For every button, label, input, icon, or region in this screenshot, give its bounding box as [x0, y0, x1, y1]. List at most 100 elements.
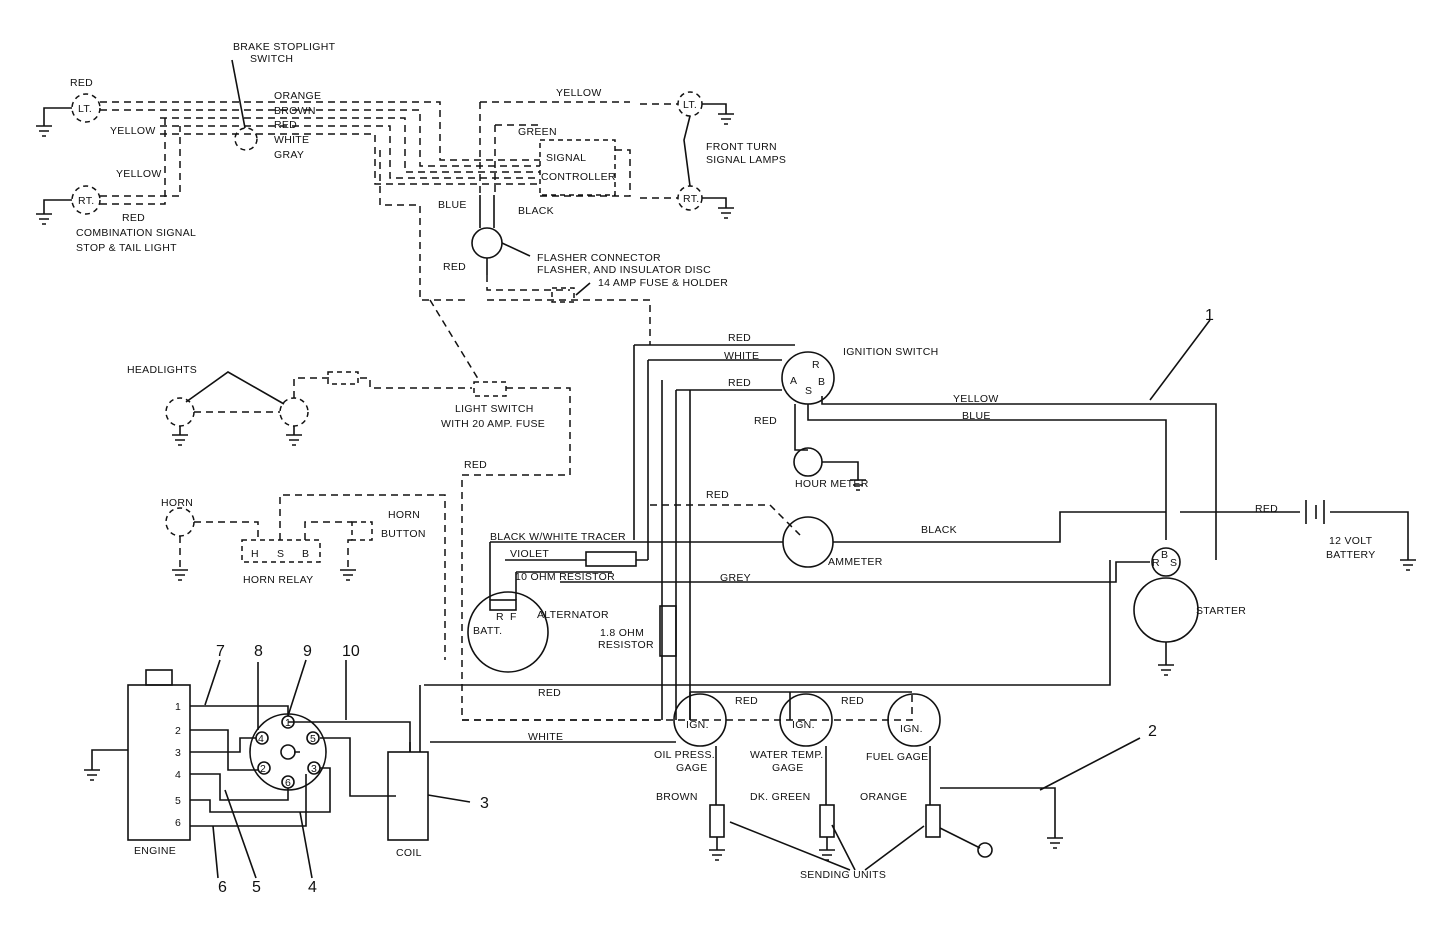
- coil-wires: [409, 685, 421, 752]
- label-orange: ORANGE: [274, 90, 321, 102]
- label-controller: CONTROLLER: [541, 171, 616, 183]
- label-resistor: RESISTOR: [598, 639, 654, 651]
- ref-number-1: 1: [1205, 307, 1214, 324]
- dist-terminal-5: [306, 731, 320, 745]
- ground-symbol: [286, 426, 302, 446]
- label-brake-switch: SWITCH: [250, 53, 293, 65]
- label-12-volt: 12 VOLT: [1329, 535, 1373, 547]
- ignition-coil: [387, 751, 429, 841]
- horn-button: [351, 521, 373, 541]
- ignition-output-wires: [794, 396, 1217, 560]
- label-dist-6: 6: [285, 777, 291, 789]
- ground-symbol: [84, 749, 128, 781]
- lighting-circuit: [36, 59, 734, 721]
- headlight-right: [279, 397, 309, 427]
- label-gage: GAGE: [772, 762, 804, 774]
- ground-symbol: [1158, 642, 1174, 676]
- label-brown: BROWN: [656, 791, 698, 803]
- label-black: BLACK: [921, 524, 957, 536]
- label-ign: IGN.: [900, 723, 923, 735]
- fuse-wires: [486, 275, 651, 345]
- label-engine: ENGINE: [134, 845, 176, 857]
- ref-number-10: 10: [342, 643, 360, 660]
- label-cyl-4: 4: [175, 769, 181, 781]
- leader-line: [185, 371, 285, 405]
- main-circuit: [424, 319, 1416, 871]
- label-relay-s: S: [277, 548, 284, 560]
- label-black: BLACK: [518, 205, 554, 217]
- label-white: WHITE: [724, 350, 759, 362]
- label-gage: GAGE: [676, 762, 708, 774]
- label-dk-green: DK. GREEN: [750, 791, 810, 803]
- label-starter-b: B: [1161, 549, 1168, 561]
- label-red: RED: [538, 687, 561, 699]
- label-brown: BROWN: [274, 105, 316, 117]
- label-relay-h: H: [251, 548, 259, 560]
- headlight-left: [165, 397, 195, 427]
- label-red: RED: [841, 695, 864, 707]
- ref-number-8: 8: [254, 643, 263, 660]
- label-red: RED: [728, 332, 751, 344]
- wire-red-lower: [424, 560, 1111, 693]
- label-ammeter: AMMETER: [828, 556, 883, 568]
- ground-symbol: [709, 837, 725, 861]
- label-ign: IGN.: [792, 719, 815, 731]
- label-ign-b: B: [818, 376, 825, 388]
- label-white: WHITE: [528, 731, 563, 743]
- ground-symbol: [940, 787, 1063, 849]
- ignition-circuit: [84, 669, 471, 841]
- label-red: RED: [735, 695, 758, 707]
- distributor-rotor: [280, 744, 296, 760]
- label-black-white-tracer: BLACK W/WHITE TRACER: [490, 531, 626, 543]
- wire-to-fuse: [379, 150, 470, 301]
- leader-line: [683, 115, 691, 187]
- left-rear-lamp-rt: [71, 185, 101, 215]
- label-gray: GRAY: [274, 149, 304, 161]
- ignition-feed-wires: [634, 344, 795, 391]
- spark-plug-wires: [190, 705, 411, 827]
- label-orange: ORANGE: [860, 791, 907, 803]
- horn-button-wire: [347, 539, 352, 570]
- label-ign: IGN.: [686, 719, 709, 731]
- starter-motor: [1133, 577, 1199, 643]
- sending-units-leaders: [729, 821, 925, 871]
- label-red: RED: [70, 77, 93, 89]
- ref-number-3: 3: [480, 795, 489, 812]
- label-yellow: YELLOW: [116, 168, 162, 180]
- ref-number-2: 2: [1148, 723, 1157, 740]
- resistor-wires: [489, 542, 1150, 600]
- label-10-ohm-resistor: 10 OHM RESISTOR: [515, 571, 615, 583]
- fuel-float: [977, 842, 993, 858]
- label-horn-relay: HORN RELAY: [243, 574, 314, 586]
- headlight-fuse: [327, 371, 359, 385]
- reference-leaders: [204, 659, 347, 879]
- oil-pressure-gage: [673, 693, 727, 747]
- label-dist-4: 4: [258, 733, 264, 745]
- light-switch: [473, 381, 507, 397]
- labels: BRAKE STOPLIGHT SWITCH RED LT. RT. YELLO…: [70, 41, 1375, 896]
- dist-terminal-2: [257, 761, 271, 775]
- label-red: RED: [1255, 503, 1278, 515]
- oil-sending-unit: [709, 804, 725, 838]
- brake-stoplight-switch: [234, 127, 258, 151]
- label-red: RED: [754, 415, 777, 427]
- leader-line-ref-3: [427, 794, 471, 803]
- ammeter-wires: [490, 511, 1166, 543]
- fuel-sending-unit: [925, 804, 941, 838]
- leader-line-ref-2: [1039, 737, 1141, 791]
- label-ign-s: S: [805, 385, 812, 397]
- label-yellow: YELLOW: [110, 125, 156, 137]
- alternator-terminals: [489, 599, 517, 611]
- label-dist-1: 1: [285, 717, 291, 729]
- wire-light-switch: [429, 299, 481, 383]
- label-cyl-3: 3: [175, 747, 181, 759]
- resistor-1-8-ohm: [659, 605, 677, 657]
- label-violet: VIOLET: [510, 548, 549, 560]
- leader-line: [231, 59, 246, 129]
- horn-wires: [179, 494, 446, 660]
- wire-red-dashed-lower: [462, 692, 913, 721]
- leader-line-ref-1: [1149, 319, 1211, 401]
- ground-symbol: [172, 569, 188, 581]
- front-lamp-wires: [640, 103, 678, 199]
- fuse-14-amp: [551, 287, 575, 303]
